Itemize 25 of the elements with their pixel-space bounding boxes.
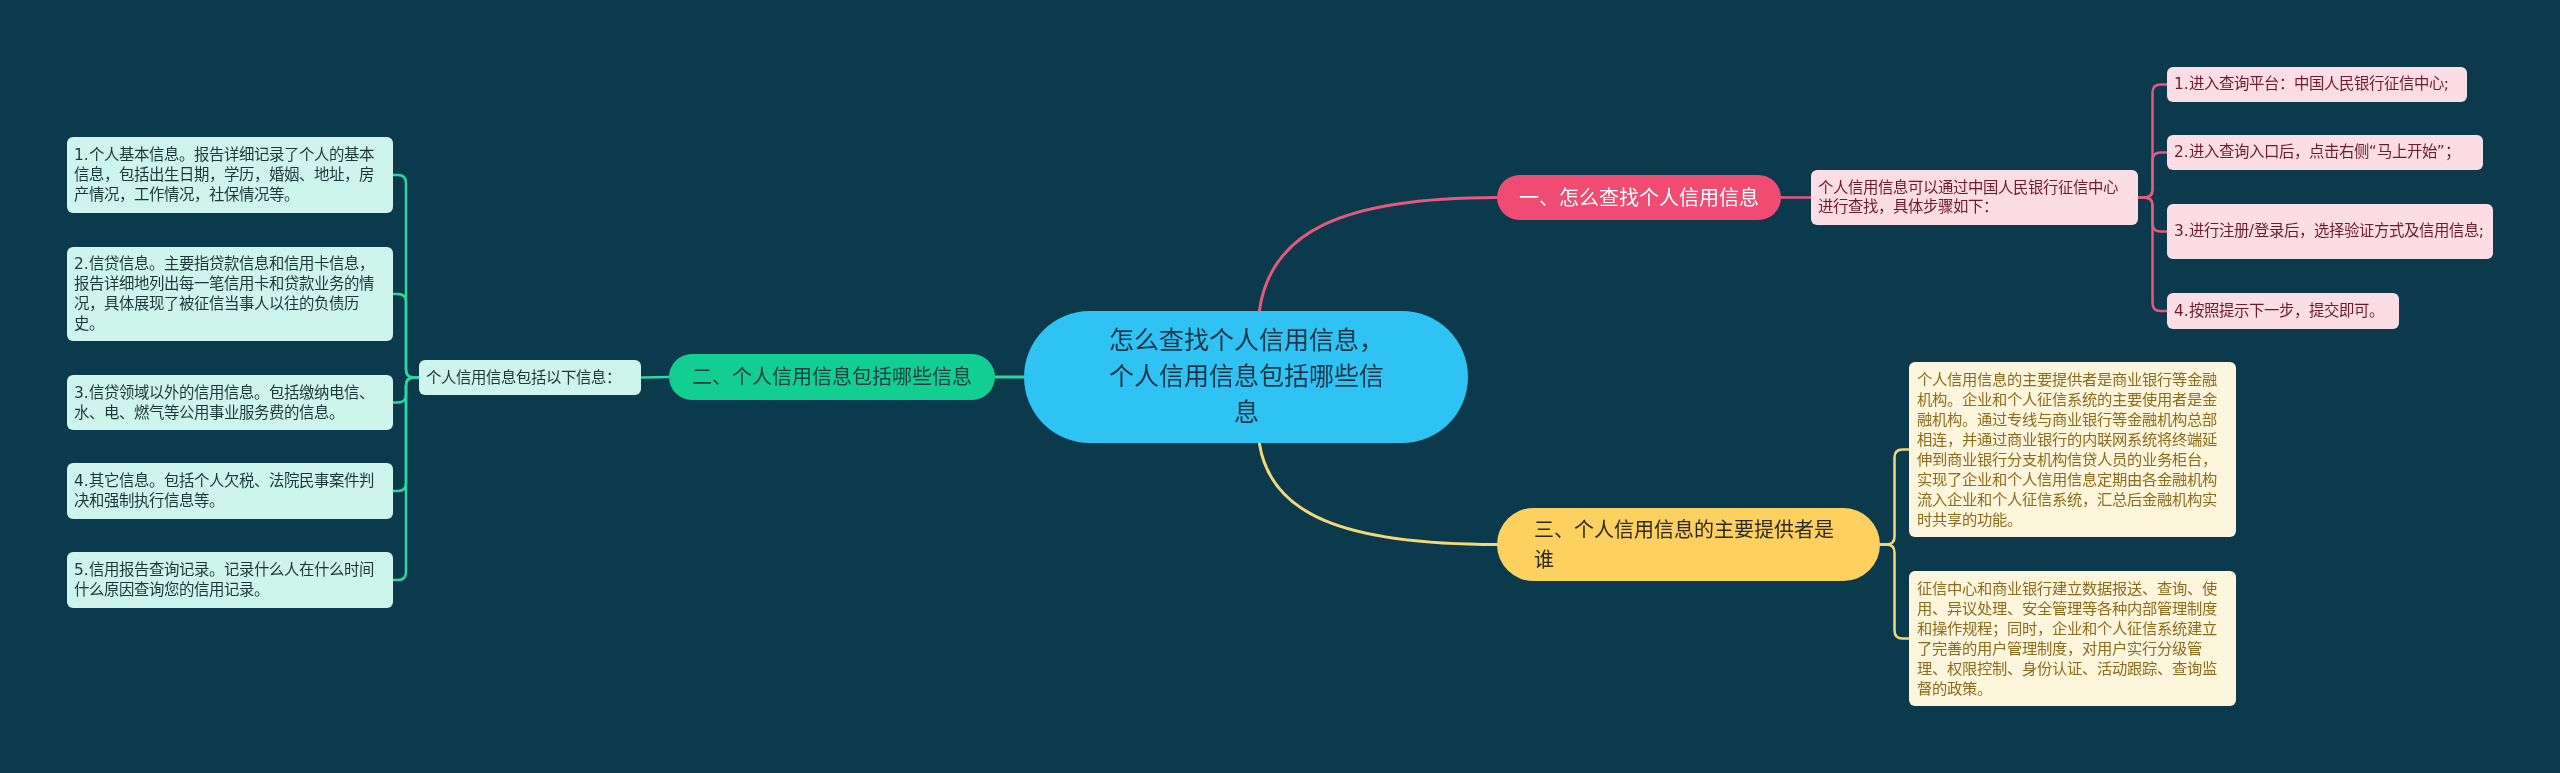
note-box: 5.信用报告查询记录。记录什么人在什么时间什么原因查询您的信用记录。	[67, 552, 393, 608]
note-box: 4.其它信息。包括个人欠税、法院民事案件判决和强制执行信息等。	[67, 463, 393, 519]
note-box: 征信中心和商业银行建立数据报送、查询、使用、异议处理、安全管理等各种内部管理制度和操作规程；同时，企业和个人征信系统建立了完善的用户管理制度，对用户实行分级管理、权限控制、身份认证、活动跟踪、查询监督的政策。	[1909, 571, 2236, 706]
topic-bubble: 怎么查找个人信用信息，个人信用信息包括哪些信息	[1024, 311, 1468, 443]
branch-pill: 三、个人信用信息的主要提供者是谁	[1497, 508, 1880, 581]
note-box: 3.信贷领域以外的信用信息。包括缴纳电信、水、电、燃气等公用事业服务费的信息。	[67, 375, 393, 430]
note-box: 4.按照提示下一步，提交即可。	[2167, 293, 2399, 329]
connector-line	[1257, 441, 1499, 546]
connector-line	[993, 375, 1026, 379]
connector-line	[1257, 196, 1499, 313]
connector-line	[2136, 196, 2169, 313]
note-box: 2.信贷信息。主要指贷款信息和信用卡信息，报告详细地列出每一笔信用卡和贷款业务的情况，具体展现了被征信当事人以往的负债历史。	[67, 247, 393, 341]
branch-pill: 一、怎么查找个人信用信息	[1497, 175, 1781, 220]
note-box: 个人信用信息的主要提供者是商业银行等金融机构。企业和个人征信系统的主要使用者是金融机构。通过专线与商业银行等金融机构总部相连，并通过商业银行的内联网系统将终端延伸到商业银行分支机构信贷人员的业务柜台，实现了企业和个人信用信息定期由各金融机构流入企业和个人征信系统，汇总后金融机构实时共享的功能。	[1909, 362, 2236, 537]
branch-pill: 二、个人信用信息包括哪些信息	[669, 354, 995, 400]
note-box: 个人信用信息包括以下信息：	[419, 360, 641, 395]
connector-line	[1779, 196, 1813, 199]
note-box: 2.进入查询入口后，点击右侧“马上开始”；	[2167, 135, 2483, 170]
note-box: 1.个人基本信息。报告详细记录了个人的基本信息，包括出生日期，学历，婚姻、地址，房产情况，工作情况，社保情况等。	[67, 137, 393, 213]
note-box: 3.进行注册/登录后，选择验证方式及信用信息;	[2167, 204, 2493, 259]
note-box: 1.进入查询平台：中国人民银行征信中心;	[2167, 67, 2467, 102]
note-box: 个人信用信息可以通过中国人民银行征信中心进行查找，具体步骤如下：	[1811, 170, 2138, 225]
connector-line	[1878, 543, 1911, 640]
connector-line	[391, 376, 421, 582]
connector-line	[639, 375, 671, 379]
